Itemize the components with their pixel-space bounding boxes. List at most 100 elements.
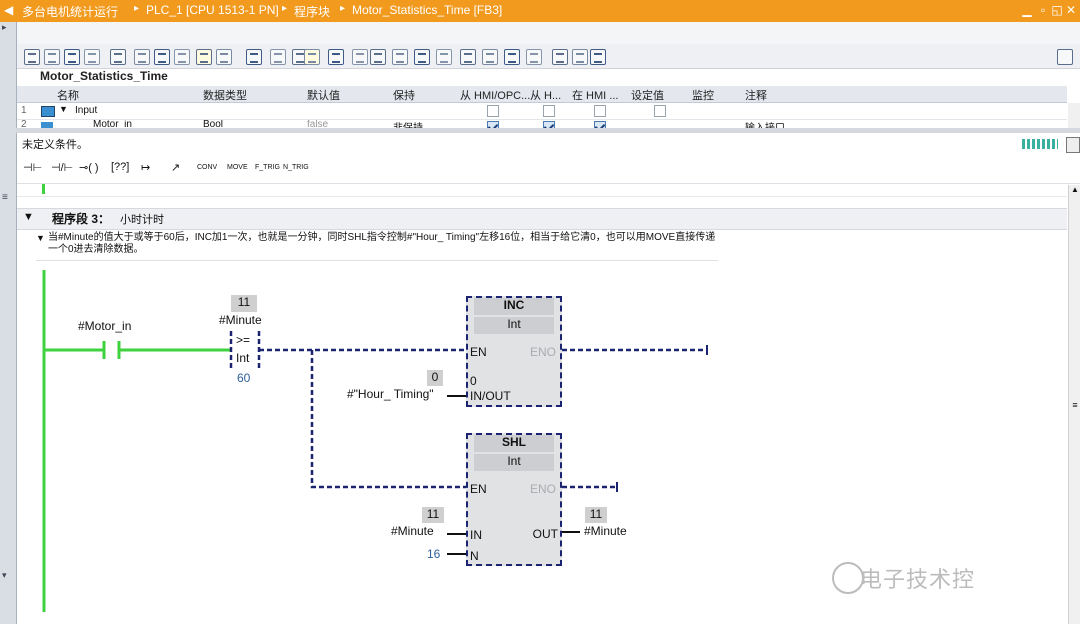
monitor-icon[interactable]: [460, 49, 476, 65]
next-error-icon[interactable]: [392, 49, 408, 65]
checkbox[interactable]: [487, 121, 499, 128]
close-icon[interactable]: ✕: [1065, 3, 1077, 17]
insert-row-icon[interactable]: [64, 49, 80, 65]
expand-icon[interactable]: ▸: [2, 22, 7, 32]
shl-box[interactable]: SHL Int EN ENO IN OUT N: [466, 433, 562, 566]
network-comment[interactable]: 当#Minute的值大于或等于60后，INC加1一次，也就是一分钟，同时SHL指…: [48, 232, 716, 255]
contact-operand[interactable]: #Motor_in: [78, 319, 132, 333]
collapse-networks-icon[interactable]: [246, 49, 262, 65]
float-icon[interactable]: ◱: [1051, 3, 1063, 17]
open-networks-icon[interactable]: [270, 49, 286, 65]
comment-collapse-icon[interactable]: ▼: [36, 233, 45, 243]
inc-inout-inner: 0: [470, 374, 477, 388]
collapse-icon[interactable]: ▼: [59, 104, 68, 114]
back-arrow-icon[interactable]: ◀: [4, 3, 14, 17]
checkbox[interactable]: [594, 105, 606, 117]
insert-network-icon[interactable]: [24, 49, 40, 65]
nc-contact-icon[interactable]: ⊣/⊢: [51, 162, 74, 174]
col-datatype[interactable]: 数据类型: [203, 90, 247, 102]
breadcrumb-folder[interactable]: 程序块: [294, 5, 331, 19]
compare-icon[interactable]: [436, 49, 452, 65]
checkbox[interactable]: [654, 105, 666, 117]
call-env-icon[interactable]: [526, 49, 542, 65]
col-monitor[interactable]: 监控: [692, 90, 714, 102]
update-calls-icon[interactable]: [414, 49, 430, 65]
inc-box[interactable]: INC Int EN ENO 0 IN/OUT: [466, 296, 562, 407]
checkbox[interactable]: [594, 121, 606, 128]
interface-scrollbar[interactable]: [1068, 103, 1080, 128]
breadcrumb-plc[interactable]: PLC_1 [CPU 1513-1 PN]: [146, 3, 279, 17]
row-comment[interactable]: 输入接口: [745, 120, 785, 128]
minimize-icon[interactable]: ▁: [1022, 3, 1032, 17]
shl-type[interactable]: Int: [474, 454, 554, 471]
move-instruction[interactable]: MOVE: [227, 164, 248, 171]
absolute-operand-icon[interactable]: [110, 49, 126, 65]
compare-operator[interactable]: >=: [236, 333, 251, 347]
coil-icon[interactable]: ⊸( ): [79, 162, 99, 174]
scroll-up-icon[interactable]: ▲: [1071, 185, 1079, 194]
checkbox[interactable]: [543, 121, 555, 128]
breadcrumb-project[interactable]: 多台电机统计运行: [22, 5, 119, 19]
splitter[interactable]: [16, 128, 1080, 133]
row-name[interactable]: Motor_in: [93, 120, 132, 128]
compare-operand[interactable]: #Minute: [219, 313, 262, 327]
collapse-icon[interactable]: ▼: [23, 211, 34, 223]
block-list-icon[interactable]: [154, 49, 170, 65]
open-branch-icon[interactable]: ↦: [141, 162, 151, 174]
compare-type[interactable]: Int: [236, 351, 250, 365]
table-row[interactable]: 1 ▼ Input: [17, 103, 1067, 120]
delete-network-icon[interactable]: [44, 49, 60, 65]
shl-n-value[interactable]: 16: [427, 547, 441, 561]
close-branch-icon[interactable]: ↗: [171, 162, 181, 174]
n-trig-instruction[interactable]: N_TRIG: [283, 164, 309, 171]
scroll-grip-icon[interactable]: ≡: [1072, 400, 1078, 410]
layout-toggle-icon[interactable]: [1057, 49, 1073, 65]
checkbox[interactable]: [487, 105, 499, 117]
inc-inout-operand[interactable]: #"Hour_ Timing": [347, 387, 434, 401]
conv-instruction[interactable]: CONV: [197, 164, 218, 171]
col-setpoint[interactable]: 设定值: [631, 90, 664, 102]
inc-inout-pin: IN/OUT: [470, 389, 511, 403]
watch-icon[interactable]: [552, 49, 568, 65]
scroll-down-icon[interactable]: ▾: [2, 570, 7, 580]
checkbox[interactable]: [543, 105, 555, 117]
step-icon[interactable]: [504, 49, 520, 65]
row-type[interactable]: Bool: [203, 120, 224, 128]
table-row[interactable]: 2 Motor_in Bool false 非保持 输入接口: [17, 120, 1067, 128]
restore-icon[interactable]: ▫: [1040, 3, 1046, 17]
col-default[interactable]: 默认值: [307, 90, 340, 102]
inc-type[interactable]: Int: [474, 317, 554, 334]
row-name[interactable]: Input: [75, 105, 98, 116]
lock-icon[interactable]: [590, 49, 606, 65]
expand-networks-icon[interactable]: [216, 49, 232, 65]
go-to-error-icon[interactable]: [352, 49, 368, 65]
network-header[interactable]: ▼: [17, 208, 1067, 230]
shl-out-operand[interactable]: #Minute: [584, 524, 627, 538]
col-name[interactable]: 名称: [57, 90, 79, 102]
compare-in2[interactable]: 60: [237, 371, 251, 385]
previous-error-icon[interactable]: [370, 49, 386, 65]
add-row-icon[interactable]: [84, 49, 100, 65]
col-hmi-visible[interactable]: 在 HMI ...: [572, 90, 619, 102]
network-list-icon[interactable]: [134, 49, 150, 65]
link-icon[interactable]: [572, 49, 588, 65]
empty-box-icon[interactable]: [??]: [111, 161, 130, 173]
row-default[interactable]: false: [307, 120, 329, 128]
col-hmi-access[interactable]: 从 HMI/OPC...: [460, 90, 531, 102]
breadcrumb-block[interactable]: Motor_Statistics_Time [FB3]: [352, 3, 503, 17]
col-hmi-write[interactable]: 从 H...: [530, 90, 562, 102]
favorites-pane-icon[interactable]: [328, 49, 344, 65]
favorites-icon[interactable]: [174, 49, 190, 65]
network-subtitle[interactable]: 小时计时: [120, 214, 164, 226]
no-contact-icon[interactable]: ⊣⊢: [23, 162, 43, 174]
menu-icon[interactable]: ≡: [2, 192, 8, 203]
show-comments-icon[interactable]: [304, 49, 320, 65]
shl-in-operand[interactable]: #Minute: [391, 524, 434, 538]
breakpoint-icon[interactable]: [482, 49, 498, 65]
vertical-scrollbar[interactable]: ▲ ≡: [1068, 185, 1080, 624]
comment-icon[interactable]: [196, 49, 212, 65]
col-retain[interactable]: 保持: [393, 90, 415, 102]
row-retain[interactable]: 非保持: [393, 120, 423, 128]
f-trig-instruction[interactable]: F_TRIG: [255, 164, 280, 171]
col-comment[interactable]: 注释: [745, 90, 767, 102]
